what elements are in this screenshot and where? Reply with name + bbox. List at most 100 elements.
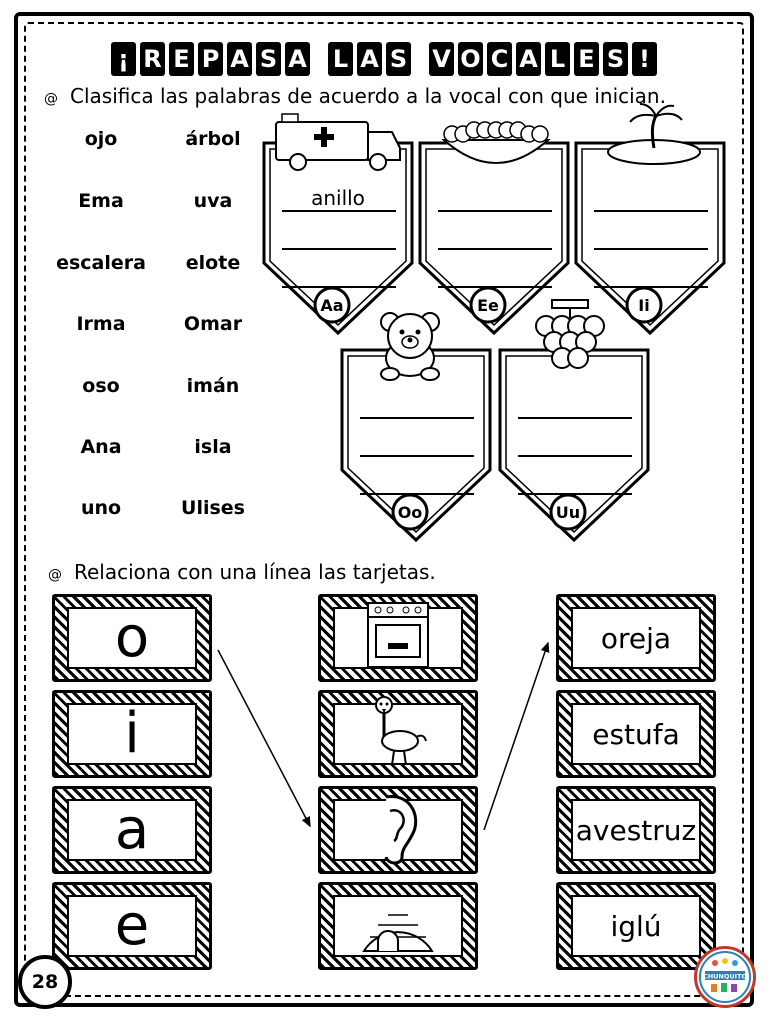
logo-text: CHUNQUITO — [703, 973, 748, 981]
bullet-icon: @ — [48, 567, 62, 583]
word-text: estufa — [592, 717, 680, 751]
word-right-1: uva — [193, 190, 233, 212]
word-left-4: oso — [82, 375, 120, 397]
word-right-4: imán — [186, 375, 240, 397]
page-number: 28 — [18, 955, 72, 1009]
word-text: oreja — [600, 621, 672, 655]
title-letter: S — [256, 42, 281, 76]
word-card-0[interactable]: oreja — [556, 594, 716, 682]
title-letter: L — [545, 42, 570, 76]
card-inner: oreja — [571, 607, 701, 669]
letter-text: a — [114, 797, 150, 862]
word-text: avestruz — [575, 813, 697, 847]
page-border — [14, 12, 754, 1007]
island-icon — [607, 103, 701, 165]
bear-icon — [380, 312, 440, 381]
word-right-5: isla — [194, 436, 232, 458]
letter-card-1[interactable]: i — [52, 690, 212, 778]
vowel-badge — [469, 286, 507, 324]
card-inner: o — [67, 607, 197, 669]
pennant-oo: Oo — [340, 348, 492, 543]
title-letter: V — [429, 42, 454, 76]
card-inner: e — [67, 895, 197, 957]
title-letter: C — [487, 42, 512, 76]
grapes-icon — [535, 299, 605, 369]
instruction-text: Clasifica las palabras de acuerdo a la v… — [70, 84, 666, 108]
vowel-label: Aa — [320, 296, 343, 315]
instruction-text: Relaciona con una línea las tarjetas. — [74, 560, 436, 584]
word-card-2[interactable]: avestruz — [556, 786, 716, 874]
word-right-0: árbol — [185, 128, 241, 150]
title-letter: ! — [632, 42, 657, 76]
brand-logo: CHUNQUITO — [694, 946, 756, 1008]
vowel-badge — [313, 286, 351, 324]
vowel-label: Ee — [477, 296, 499, 315]
ostrich-icon — [358, 695, 438, 773]
salad-icon — [441, 121, 551, 164]
card-inner: avestruz — [571, 799, 701, 861]
stove-icon — [358, 599, 438, 677]
letter-text: o — [114, 605, 150, 670]
word-left-5: Ana — [80, 436, 122, 458]
title-letter: A — [285, 42, 310, 76]
letter-text: i — [124, 701, 140, 766]
title-letter: A — [227, 42, 252, 76]
card-inner: a — [67, 799, 197, 861]
picture-card-3[interactable] — [318, 882, 478, 970]
picture-card-2[interactable] — [318, 786, 478, 874]
card-inner: i — [67, 703, 197, 765]
card-inner — [333, 895, 463, 957]
title-letter: ¡ — [111, 42, 136, 76]
igloo-icon — [358, 887, 438, 965]
picture-card-0[interactable] — [318, 594, 478, 682]
vowel-label: Uu — [556, 503, 580, 522]
word-left-2: escalera — [56, 252, 146, 274]
word-right-3: Omar — [183, 313, 243, 335]
pennant-uu: Uu — [498, 348, 650, 543]
title-letter: A — [516, 42, 541, 76]
title-letter: P — [198, 42, 223, 76]
pennant-ee: Ee — [418, 141, 570, 336]
ambulance-icon — [275, 113, 401, 171]
vowel-badge — [625, 286, 663, 324]
word-left-0: ojo — [84, 128, 118, 150]
bullet-icon: @ — [44, 91, 58, 107]
vowel-badge — [391, 493, 429, 531]
page-border-inner — [24, 22, 744, 997]
title-letter: A — [357, 42, 382, 76]
word-right-6: Ulises — [181, 497, 245, 519]
title-letter: S — [386, 42, 411, 76]
letter-card-0[interactable]: o — [52, 594, 212, 682]
card-inner: estufa — [571, 703, 701, 765]
picture-card-1[interactable] — [318, 690, 478, 778]
title-letter: O — [458, 42, 483, 76]
word-left-3: Irma — [76, 313, 126, 335]
letter-card-2[interactable]: a — [52, 786, 212, 874]
ear-icon — [358, 791, 438, 869]
word-text: iglú — [610, 909, 662, 943]
vowel-label: Oo — [398, 503, 423, 522]
letter-card-3[interactable]: e — [52, 882, 212, 970]
word-card-3[interactable]: iglú — [556, 882, 716, 970]
title-letter: S — [603, 42, 628, 76]
word-left-1: Ema — [78, 190, 124, 212]
instruction-match: @ Relaciona con una línea las tarjetas. — [48, 560, 436, 584]
card-inner — [333, 795, 463, 865]
vowel-badge — [549, 493, 587, 531]
vowel-label: Ii — [638, 296, 649, 315]
pennant-ii: Ii — [574, 141, 726, 336]
title-letter: R — [140, 42, 165, 76]
title-letter: E — [169, 42, 194, 76]
word-card-1[interactable]: estufa — [556, 690, 716, 778]
answer-text: anillo — [311, 186, 365, 210]
title-letter: L — [328, 42, 353, 76]
word-left-6: uno — [80, 497, 122, 519]
instruction-classify: @ Clasifica las palabras de acuerdo a la … — [44, 84, 666, 108]
card-inner — [333, 696, 463, 766]
card-inner: iglú — [571, 895, 701, 957]
card-inner — [333, 602, 463, 669]
word-right-2: elote — [185, 252, 241, 274]
